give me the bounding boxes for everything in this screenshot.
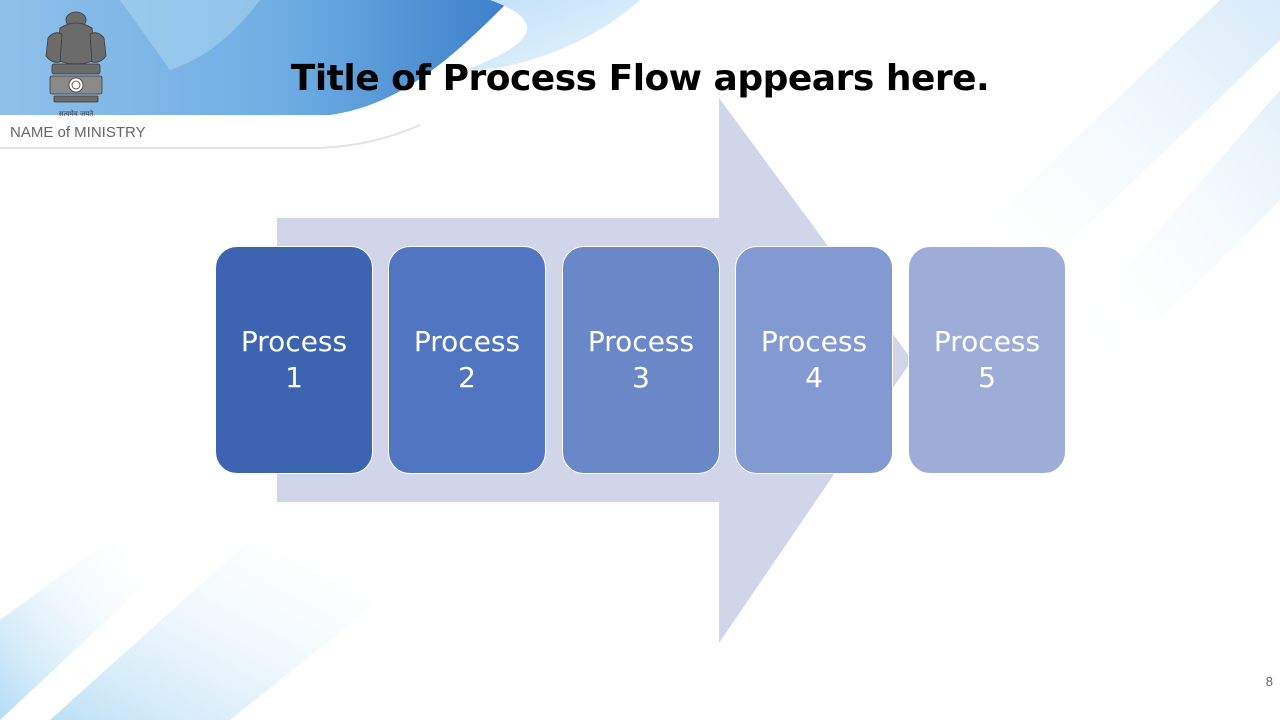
process-step-label: Process: [587, 325, 695, 358]
emblem-caption: सत्यमेव जयते: [59, 109, 94, 118]
ministry-name: NAME of MINISTRY: [10, 124, 146, 141]
slide-title: Title of Process Flow appears here.: [290, 58, 990, 99]
process-step-1: Process 1: [215, 246, 373, 474]
process-step-4: Process 4: [735, 246, 893, 474]
process-step-5: Process 5: [908, 246, 1066, 474]
process-step-3: Process 3: [562, 246, 720, 474]
process-step-2: Process 2: [388, 246, 546, 474]
process-step-number: 2: [458, 361, 476, 394]
national-emblem-icon: सत्यमेव जयते: [45, 11, 107, 118]
process-step-label: Process: [933, 325, 1041, 358]
process-step-number: 3: [632, 361, 650, 394]
process-step-label: Process: [760, 325, 868, 358]
process-step-number: 4: [805, 361, 823, 394]
process-step-number: 1: [285, 361, 303, 394]
process-step-label: Process: [240, 325, 348, 358]
process-step-number: 5: [978, 361, 996, 394]
process-step-label: Process: [413, 325, 521, 358]
page-number: 8: [1265, 674, 1273, 689]
